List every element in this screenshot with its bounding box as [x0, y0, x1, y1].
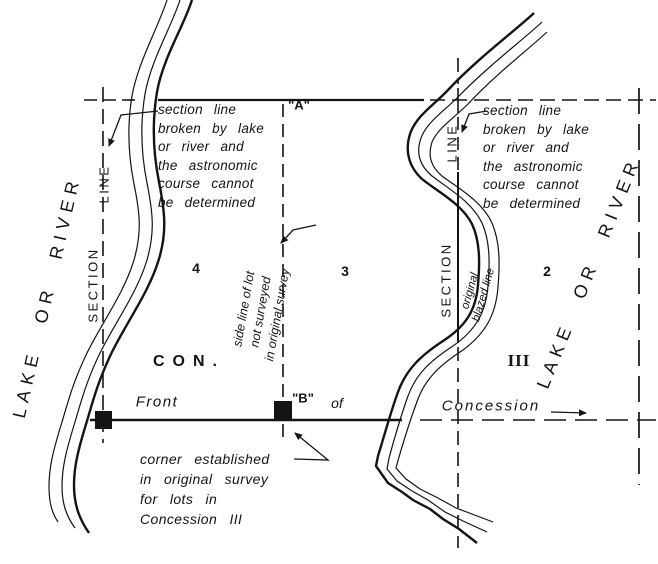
lot-number-2: 2 — [543, 263, 551, 279]
note-line: or river and — [483, 140, 569, 155]
note-line: broken by lake — [483, 121, 590, 137]
section-line-label-west-line: LINE — [96, 164, 112, 204]
left-river-east-bank — [72, 0, 194, 534]
note-section-broken-left: section line broken by lake or river and… — [158, 101, 264, 212]
note-line: or river and — [158, 139, 244, 154]
corner-marker-west — [95, 411, 112, 429]
note-line: for lots in — [140, 491, 218, 507]
of-label: of — [331, 395, 343, 411]
concession-abbrev: CON. — [153, 353, 225, 370]
corner-marker-b — [274, 401, 292, 419]
section-line-label-right-line: LINE — [444, 123, 460, 163]
note-line: Concession III — [140, 511, 243, 527]
note-line: course cannot — [483, 177, 579, 192]
leader-arrow-broken-left — [108, 110, 159, 147]
right-river-middle-line — [386, 21, 543, 533]
leader-arrow-side-line — [280, 224, 317, 244]
section-line-label-right-section: SECTION — [438, 242, 454, 318]
concession-numeral-iii: III — [507, 351, 531, 370]
label-point-b: "B" — [292, 390, 314, 406]
note-line: be determined — [158, 194, 256, 210]
front-label: Front — [135, 393, 179, 411]
note-line: course cannot — [158, 176, 254, 191]
lot-number-4: 4 — [192, 260, 200, 276]
note-line: section line — [483, 103, 562, 118]
concession-label: Concession — [441, 397, 541, 415]
note-line: section line — [158, 102, 237, 117]
right-river-east-bank — [395, 31, 548, 523]
section-line-label-west-section: SECTION — [85, 247, 101, 323]
note-section-broken-right: section line broken by lake or river and… — [483, 102, 589, 213]
note-line: corner established — [140, 451, 270, 467]
note-line: in original survey — [140, 471, 269, 487]
left-river-middle-line — [61, 0, 181, 529]
note-corner-established: corner established in original survey fo… — [140, 449, 270, 529]
right-river-west-bank — [374, 12, 535, 544]
lot-number-3: 3 — [341, 263, 349, 279]
leader-arrow-broken-right — [461, 110, 488, 133]
left-river-west-bank — [48, 0, 168, 523]
note-line: the astronomic — [483, 158, 583, 174]
label-point-a: "A" — [288, 97, 310, 113]
note-line: the astronomic — [158, 157, 258, 173]
note-line: be determined — [483, 195, 581, 211]
leader-arrow-corner — [293, 432, 330, 461]
leader-arrow-concession — [550, 409, 587, 417]
note-line: broken by lake — [158, 120, 265, 136]
